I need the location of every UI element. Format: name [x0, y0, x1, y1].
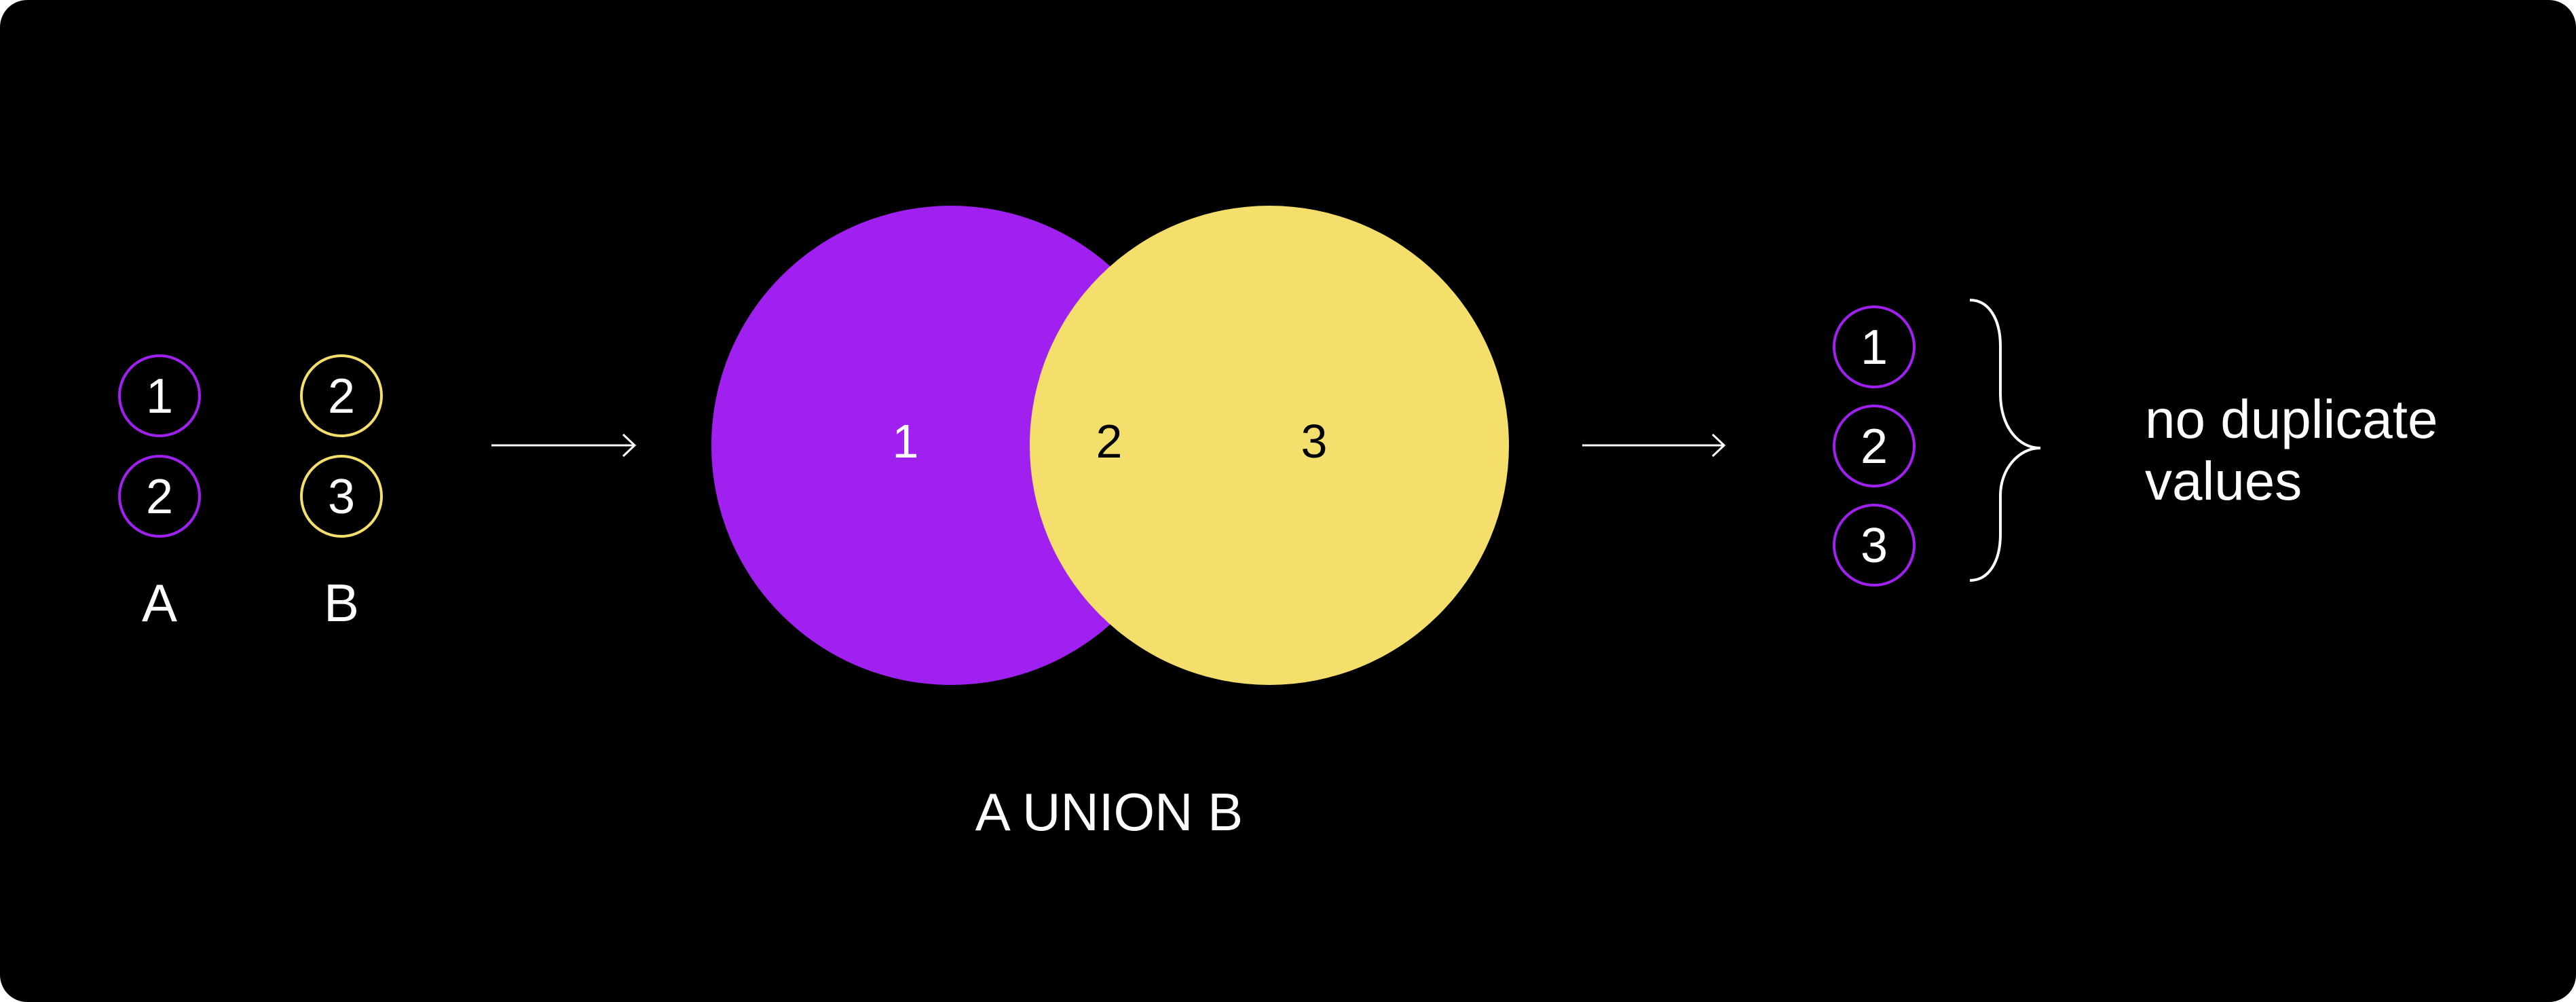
result-item-circle [1833, 305, 1916, 388]
set-b-item-circle [300, 354, 383, 437]
venn-right-value: 3 [1301, 415, 1328, 468]
set-b-label: B [324, 573, 359, 633]
result-item: 3 [1861, 519, 1888, 573]
set-b-item-circle [300, 455, 383, 538]
result-item: 2 [1861, 420, 1888, 474]
set-a-label: A [142, 573, 177, 633]
result-note-line1: no duplicate [2145, 389, 2438, 449]
arrow-right-icon [491, 433, 637, 458]
venn-caption: A UNION B [975, 782, 1243, 842]
set-a-item: 2 [146, 470, 173, 524]
arrow-right-icon [1582, 433, 1726, 458]
venn-circle-b [1030, 206, 1509, 685]
set-a-item: 1 [146, 369, 173, 424]
result-set: 1 2 3 no duplicate values [1833, 299, 2438, 587]
venn-diagram: 1 2 3 A UNION B [711, 206, 1509, 842]
result-item-circle [1833, 504, 1916, 587]
set-b: 2 3 B [300, 354, 383, 633]
result-note-line2: values [2145, 451, 2302, 511]
result-item-circle [1833, 405, 1916, 487]
brace-icon [1969, 299, 2040, 582]
set-b-item: 3 [328, 470, 355, 524]
venn-overlap-value: 2 [1096, 415, 1123, 468]
result-item: 1 [1861, 320, 1888, 375]
set-a: 1 2 A [118, 354, 201, 633]
set-a-item-circle [118, 354, 201, 437]
set-b-item: 2 [328, 369, 355, 424]
set-a-item-circle [118, 455, 201, 538]
venn-left-value: 1 [893, 415, 919, 468]
